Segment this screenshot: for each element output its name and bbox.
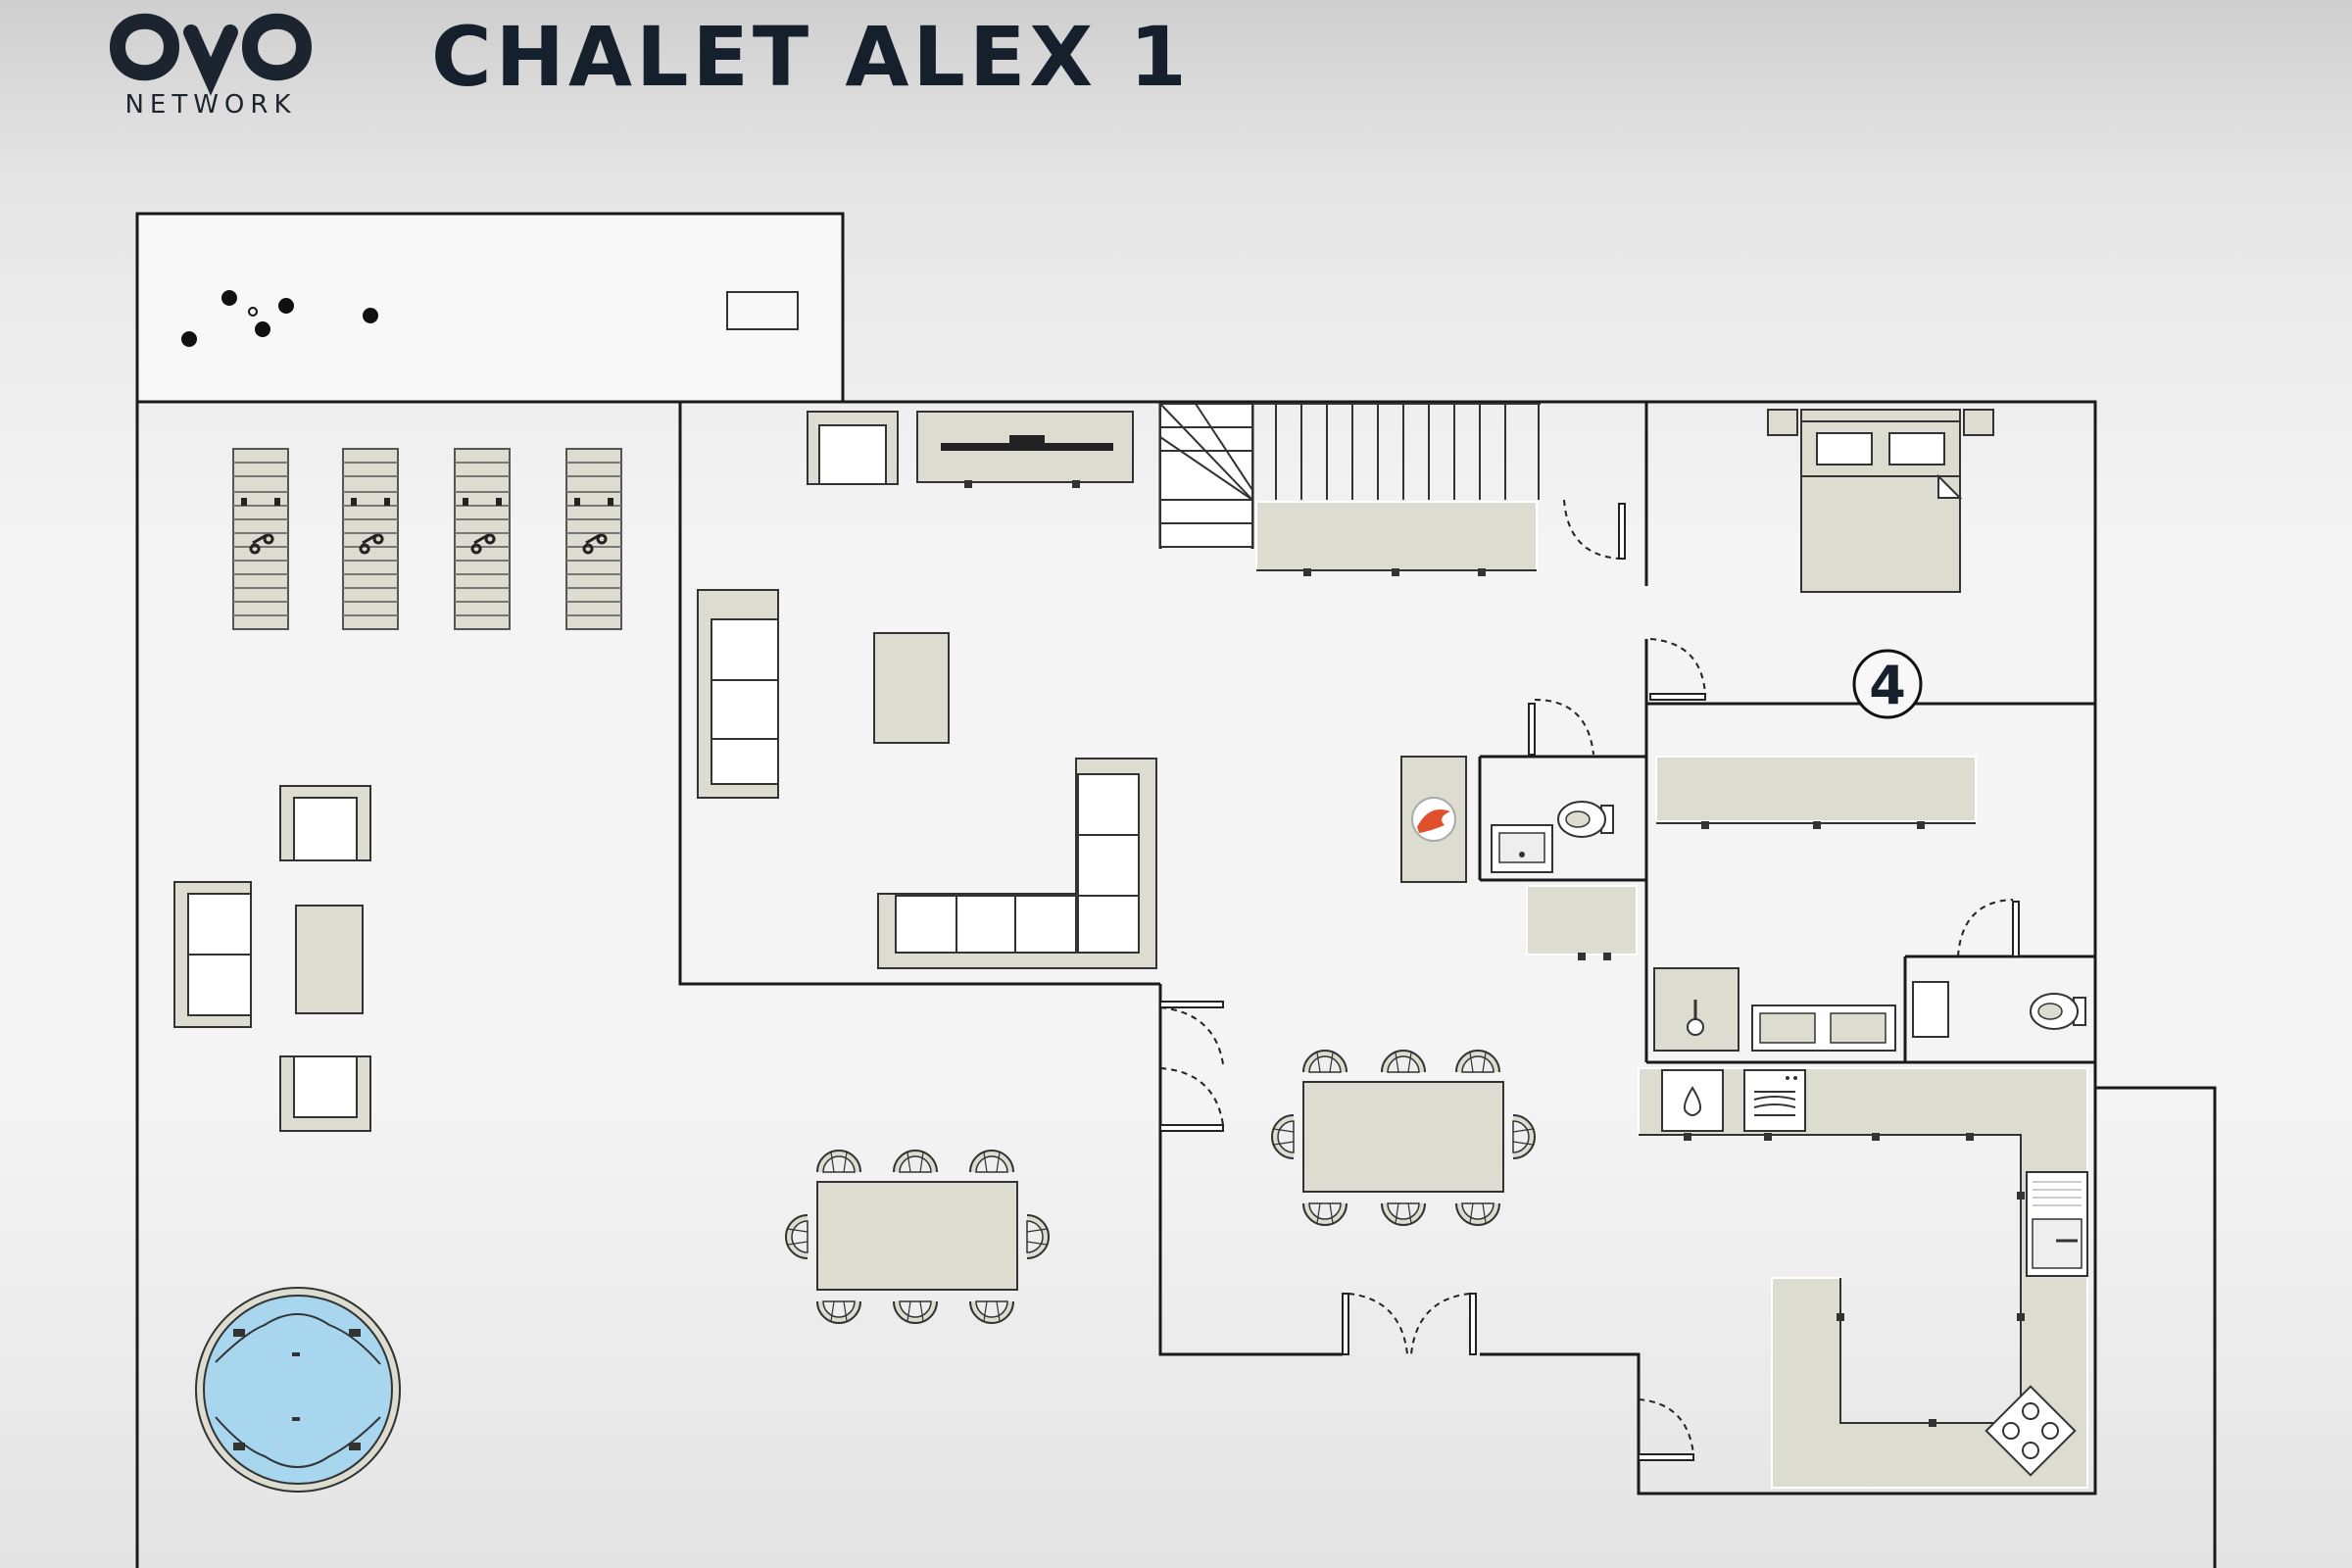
- sofa-icon: [173, 881, 252, 1028]
- toilet-icon: [2030, 993, 2086, 1030]
- wardrobe-icon: [1255, 501, 1538, 576]
- double-bed-icon: [1767, 409, 1994, 593]
- toilet-icon: [1557, 801, 1614, 838]
- tv-unit-icon: [916, 411, 1134, 488]
- staircase-icon: [1159, 403, 1541, 548]
- sink-icon: [1653, 967, 1949, 1052]
- dining-table-icon: [816, 1181, 1018, 1291]
- ovo-logo-icon: [109, 13, 313, 96]
- armchair-icon: [807, 411, 899, 485]
- sink-icon: [2026, 1171, 2088, 1277]
- wardrobe-icon: [1526, 885, 1638, 960]
- walls: [135, 212, 2217, 1568]
- room-number-badge: 4: [1852, 649, 1923, 719]
- hob-icon: [1984, 1385, 2077, 1477]
- dining-table-icon: [1302, 1081, 1504, 1193]
- door-icon: [1159, 499, 2020, 1461]
- wardrobe-icon: [1655, 756, 1977, 829]
- fireplace-icon: [1400, 756, 1467, 883]
- sink-icon: [1491, 824, 1553, 873]
- terrace-features: [181, 290, 799, 347]
- sofa-icon: [877, 758, 1157, 969]
- oven-icon: [1743, 1069, 1806, 1132]
- hot-tub-icon: [195, 1287, 401, 1493]
- coffee-table-icon: [873, 632, 950, 744]
- page-title: CHALET ALEX 1: [431, 9, 1191, 105]
- sofa-icon: [697, 589, 779, 799]
- dishwasher-icon: [1661, 1069, 1724, 1132]
- sun-lounger-icon: [231, 447, 623, 631]
- coffee-table-icon: [295, 905, 364, 1014]
- armchair-icon: [279, 785, 371, 1132]
- brand-name: NETWORK: [124, 90, 297, 120]
- room-number: 4: [1869, 655, 1906, 716]
